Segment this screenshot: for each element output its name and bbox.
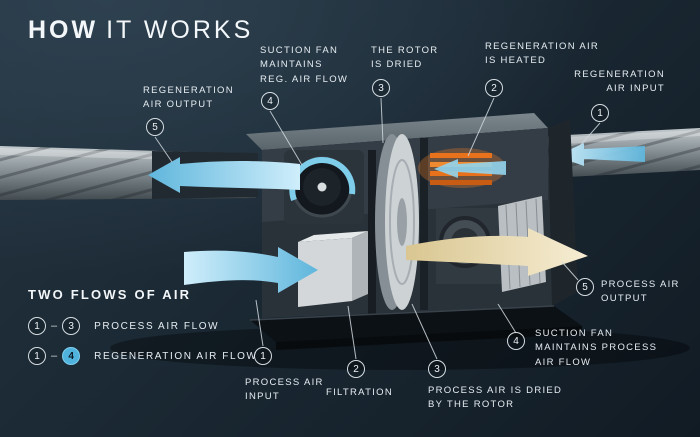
legend-row-regeneration: 1 – 4 REGENERATION AIR FLOW — [28, 346, 258, 366]
reg-input-arrow — [556, 143, 645, 166]
badge-suction-fan-process: 4 — [507, 332, 525, 350]
reg-output-arrow — [148, 157, 300, 193]
rotor — [375, 134, 419, 310]
title-bold: HOW — [28, 16, 99, 44]
process-input-arrow — [184, 247, 318, 293]
badge-process-air-output: 5 — [576, 278, 594, 296]
badge-suction-fan-reg: 4 — [261, 92, 279, 110]
heated-air-arrow — [434, 159, 506, 178]
label-filtration: FILTRATION — [326, 387, 394, 398]
badge-process-air-input: 1 — [254, 347, 272, 365]
label-reg-air-output: REGENERATION AIR OUTPUT — [143, 85, 234, 111]
label-suction-fan-process: SUCTION FAN MAINTAINS PROCESS AIR FLOW — [535, 328, 658, 368]
label-process-air-dried: PROCESS AIR IS DRIED BY THE ROTOR — [428, 385, 563, 411]
process-output-arrow — [406, 228, 588, 276]
legend-label-regeneration: REGENERATION AIR FLOW — [94, 350, 258, 362]
legend-badge-4: 4 — [62, 347, 81, 365]
legend-title: TWO FLOWS OF AIR — [28, 287, 192, 302]
suction-fan-reg — [284, 150, 364, 224]
badge-process-air-dried: 3 — [428, 360, 446, 378]
legend-label-process: PROCESS AIR FLOW — [94, 320, 220, 332]
filter-box — [298, 231, 368, 307]
legend-badge-3: 3 — [62, 317, 81, 335]
label-rotor-dried: THE ROTOR IS DRIED — [371, 45, 439, 71]
legend: TWO FLOWS OF AIR 1 – 3 PROCESS AIR FLOW … — [28, 287, 258, 376]
badge-reg-air-heated: 2 — [485, 79, 503, 97]
label-reg-air-heated: REGENERATION AIR IS HEATED — [485, 41, 600, 67]
badge-rotor-dried: 3 — [372, 79, 390, 97]
title-light: IT WORKS — [106, 16, 254, 44]
label-process-air-output: PROCESS AIR OUTPUT — [601, 279, 680, 305]
cabinet — [246, 113, 578, 318]
legend-badge-1: 1 — [28, 317, 46, 335]
badge-reg-air-input: 1 — [591, 104, 609, 122]
badge-filtration: 2 — [347, 360, 365, 378]
badge-reg-air-output: 5 — [146, 118, 164, 136]
base-plinth — [249, 305, 582, 350]
legend-dash-2: – — [51, 350, 58, 362]
label-process-air-input: PROCESS AIR INPUT — [245, 377, 324, 403]
legend-badge-1b: 1 — [28, 347, 46, 365]
divider-wall-right — [420, 138, 428, 310]
divider-wall — [368, 150, 376, 318]
callout-lines — [154, 97, 601, 360]
legend-row-process: 1 – 3 PROCESS AIR FLOW — [28, 316, 258, 336]
legend-dash: – — [51, 320, 58, 332]
label-reg-air-input: REGENERATION AIR INPUT — [574, 69, 665, 95]
label-suction-fan-reg: SUCTION FAN MAINTAINS REG. AIR FLOW — [260, 45, 349, 85]
